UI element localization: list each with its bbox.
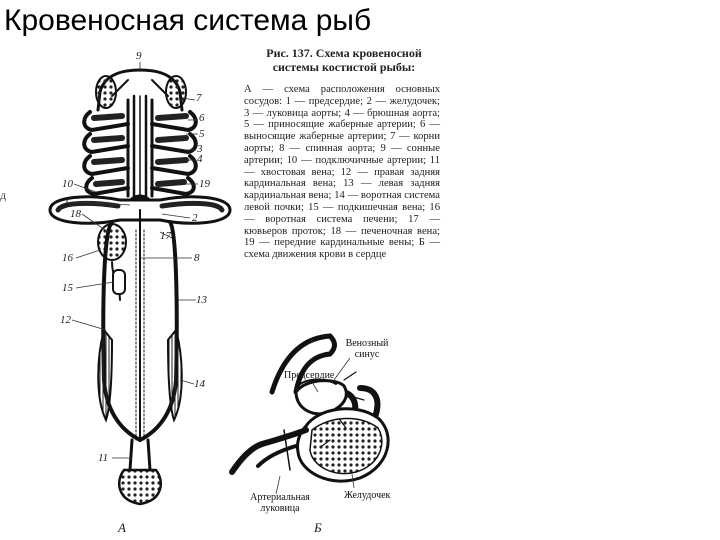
label-11: 11 <box>98 452 109 464</box>
panel-b-heart <box>229 333 390 483</box>
label-bulbus: Артериальная луковица <box>240 492 320 514</box>
edge-letter: д <box>0 188 7 202</box>
panel-a-letter: А <box>118 520 126 535</box>
gill-arches-right <box>150 110 198 197</box>
label-18: 18 <box>70 208 81 220</box>
label-venous-sinus-line2: синус <box>354 349 380 360</box>
leader-lines-b <box>275 357 355 495</box>
caption-title-line2: системы костистой рыбы: <box>272 60 416 74</box>
label-1: 1 <box>64 196 70 208</box>
figure-caption-text: А — схема расположения основных сосудов:… <box>244 84 440 261</box>
figure-caption-title: Рис. 137. Схема кровеносной системы кост… <box>244 46 444 74</box>
label-bulbus-line2: луковица <box>260 503 300 514</box>
label-13: 13 <box>196 294 207 306</box>
label-5: 5 <box>199 128 205 140</box>
label-7: 7 <box>196 92 202 104</box>
label-8: 8 <box>194 252 200 264</box>
label-19: 19 <box>199 178 210 190</box>
label-ventricle: Желудочек <box>344 490 391 501</box>
slide-title: Кровеносная система рыб <box>4 4 372 37</box>
label-17: 17 <box>160 230 171 242</box>
label-bulbus-line1: Артериальная <box>250 492 310 503</box>
caption-title-line1: Рис. 137. Схема кровеносной <box>266 46 422 60</box>
gill-arches-left <box>82 110 130 197</box>
label-venous-sinus-line1: Венозный <box>345 338 389 349</box>
label-venous-sinus: Венозный синус <box>340 338 394 360</box>
label-6: 6 <box>199 112 205 124</box>
panel-a-scheme <box>48 68 232 506</box>
label-2: 2 <box>192 212 198 224</box>
label-16: 16 <box>62 252 73 264</box>
label-atrium: Предсердие <box>284 370 335 381</box>
panel-b-letter: Б <box>314 520 322 535</box>
label-15: 15 <box>62 282 73 294</box>
label-3: 3 <box>197 143 203 155</box>
leader-lines-a <box>71 62 198 459</box>
label-10: 10 <box>62 178 73 190</box>
label-4: 4 <box>197 153 203 165</box>
label-9: 9 <box>136 50 142 62</box>
label-12: 12 <box>60 314 71 326</box>
label-14: 14 <box>194 378 205 390</box>
